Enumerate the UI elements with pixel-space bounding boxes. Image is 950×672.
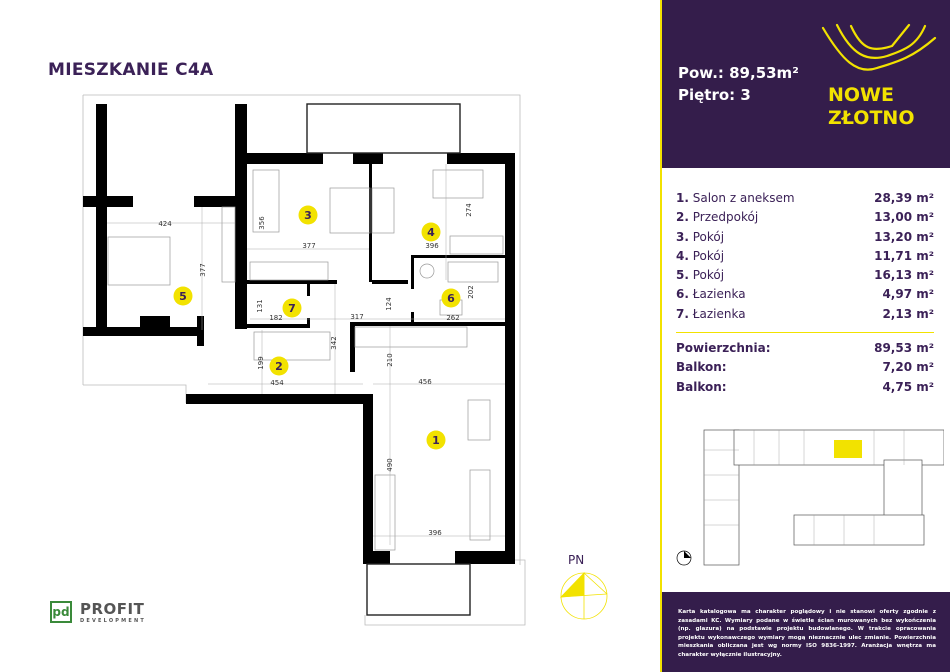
- summary-label: Balkon:: [676, 379, 727, 394]
- summary-value: 4,75 m²: [882, 379, 934, 394]
- dim-label: 356: [258, 216, 266, 230]
- room-num: 4.: [676, 248, 689, 263]
- room-num: 1.: [676, 191, 689, 205]
- room-row: 3. Pokój 13,20 m²: [676, 230, 934, 249]
- outline: [82, 94, 526, 626]
- floor-plan: 424 377 356 377 274 396 131 182 317 124 …: [82, 94, 608, 626]
- dim-label: 490: [386, 458, 394, 471]
- room-row: 4. Pokój 11,71 m²: [676, 249, 934, 268]
- apartment-title: MIESZKANIE C4A: [48, 60, 214, 80]
- dim-label: 454: [270, 379, 284, 387]
- furniture: [107, 169, 504, 551]
- room-num: 2.: [676, 210, 689, 225]
- dim-label: 396: [428, 529, 442, 537]
- brand-line1: NOWE: [828, 84, 894, 106]
- info-panel: Pow.: 89,53m² Piętro: 3 NOWE ZŁOTNO 1. S…: [660, 0, 950, 672]
- room-row: 7. Łazienka 2,13 m²: [676, 307, 934, 326]
- developer-sub: DEVELOPMENT: [80, 618, 146, 624]
- room-number: 6: [447, 292, 455, 305]
- dim-label: 262: [446, 314, 459, 322]
- dim-label: 202: [467, 285, 475, 298]
- dim-label: 210: [386, 353, 394, 366]
- disclaimer: Karta katalogowa ma charakter poglądowy …: [678, 609, 936, 658]
- brand-line2: ZŁOTNO: [828, 107, 915, 129]
- room-name: Łazienka: [692, 287, 746, 302]
- compass-icon: [559, 572, 608, 620]
- site-plan-thumbnail: [676, 429, 944, 566]
- room-area: 4,97 m²: [882, 287, 934, 302]
- room-number: 7: [288, 302, 296, 315]
- dim-label: 377: [302, 242, 315, 250]
- room-markers: 1 2 3 4 5 6 7: [173, 205, 461, 450]
- room-name: Salon z aneksem: [692, 191, 795, 205]
- dim-label: 377: [199, 263, 207, 276]
- panel-footer: Karta katalogowa ma charakter poglądowy …: [662, 592, 950, 672]
- dim-label: 131: [256, 299, 264, 312]
- floor-label: Piętro: 3: [678, 86, 751, 104]
- dim-label: 199: [257, 356, 265, 369]
- room-row: 2. Przedpokój 13,00 m²: [676, 210, 934, 229]
- room-row: 1. Salon z aneksem 28,39 m²: [676, 191, 934, 210]
- dim-label: 456: [418, 378, 432, 386]
- divider: [676, 332, 934, 334]
- summary-value: 7,20 m²: [882, 360, 934, 375]
- summary-value: 89,53 m²: [874, 341, 934, 356]
- mini-compass-icon: [676, 550, 692, 566]
- compass-label: PN: [568, 553, 585, 567]
- dimension-labels: 424 377 356 377 274 396 131 182 317 124 …: [158, 203, 475, 537]
- dim-label: 424: [158, 220, 172, 228]
- walls: [83, 104, 515, 564]
- developer-logo: pd PROFIT DEVELOPMENT: [50, 600, 146, 624]
- area-label: Pow.: 89,53m²: [678, 64, 799, 82]
- room-name: Łazienka: [692, 306, 746, 321]
- room-number: 1: [432, 434, 440, 447]
- room-area: 13,00 m²: [874, 210, 934, 225]
- dim-label: 274: [465, 203, 473, 217]
- room-name: Przedpokój: [692, 210, 759, 225]
- room-num: 6.: [676, 287, 689, 302]
- dim-label: 317: [350, 313, 363, 321]
- summary-label: Balkon:: [676, 360, 727, 375]
- room-row: 5. Pokój 16,13 m²: [676, 268, 934, 287]
- dim-label: 124: [385, 297, 393, 311]
- room-area: 16,13 m²: [874, 268, 934, 283]
- room-area: 28,39 m²: [874, 191, 934, 205]
- room-num: 5.: [676, 268, 689, 283]
- room-name: Pokój: [692, 229, 725, 244]
- dim-label: 342: [330, 336, 338, 349]
- room-number: 3: [304, 209, 312, 222]
- brand-waves-icon: [821, 23, 937, 71]
- profit-logo-icon: pd: [50, 601, 72, 623]
- balconies: [306, 103, 471, 616]
- room-number: 5: [179, 290, 187, 303]
- room-row: 6. Łazienka 4,97 m²: [676, 287, 934, 306]
- dim-label: 396: [425, 242, 439, 250]
- panel-header: Pow.: 89,53m² Piętro: 3 NOWE ZŁOTNO: [662, 0, 950, 168]
- room-num: 7.: [676, 306, 689, 321]
- dim-label: 182: [269, 314, 282, 322]
- room-name: Pokój: [692, 248, 725, 263]
- summary-row: Balkon: 4,75 m²: [676, 380, 934, 399]
- summary-row: Powierzchnia: 89,53 m²: [676, 341, 934, 360]
- room-number: 2: [275, 360, 283, 373]
- room-name: Pokój: [692, 268, 725, 283]
- developer-name: PROFIT: [80, 600, 145, 618]
- dimension-lines: [107, 164, 505, 545]
- room-num: 3.: [676, 229, 689, 244]
- room-area: 2,13 m²: [882, 306, 934, 321]
- summary-label: Powierzchnia:: [676, 341, 771, 356]
- room-area: 13,20 m²: [874, 229, 934, 244]
- room-number: 4: [427, 226, 435, 239]
- summary-row: Balkon: 7,20 m²: [676, 360, 934, 379]
- room-area: 11,71 m²: [874, 248, 934, 263]
